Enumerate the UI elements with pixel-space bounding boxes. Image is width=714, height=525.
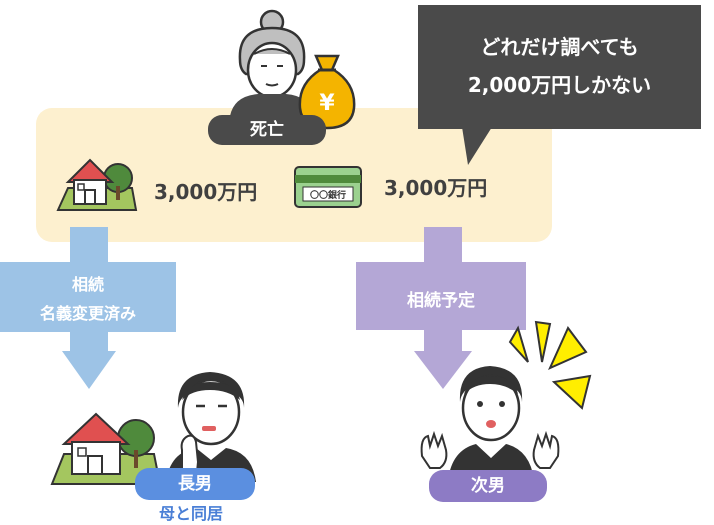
money-bag-icon: ¥ <box>298 54 356 130</box>
svg-text:¥: ¥ <box>319 91 335 116</box>
left-arrow-line-2: 名義変更済み <box>39 304 136 323</box>
left-arrow <box>0 227 176 389</box>
eldest-son-label: 長男 <box>135 468 255 500</box>
left-arrow-line-1: 相続 <box>71 275 104 294</box>
speech-bubble: どれだけ調べても 2,000万円しかない <box>418 5 701 129</box>
bank-card-icon: 〇〇銀行 <box>294 166 362 208</box>
eldest-son-note: 母と同居 <box>159 504 224 523</box>
speech-tail <box>462 127 492 165</box>
exclamation-burst-icon <box>508 320 592 410</box>
house-icon <box>56 158 138 211</box>
eldest-son-icon <box>166 372 256 482</box>
speech-line-1: どれだけ調べても <box>480 35 639 59</box>
second-son-label: 次男 <box>429 470 547 502</box>
deposit-value: 3,000万円 <box>384 176 488 200</box>
right-arrow-label: 相続予定 <box>407 291 475 311</box>
second-son-icon <box>420 366 560 480</box>
real-estate-value: 3,000万円 <box>154 180 258 204</box>
right-arrow <box>356 227 526 389</box>
deceased-label: 死亡 <box>208 115 326 145</box>
speech-line-2: 2,000万円しかない <box>467 73 652 97</box>
grandmother-icon <box>230 9 314 116</box>
bank-label: 〇〇銀行 <box>310 189 346 201</box>
house-icon <box>50 412 162 485</box>
